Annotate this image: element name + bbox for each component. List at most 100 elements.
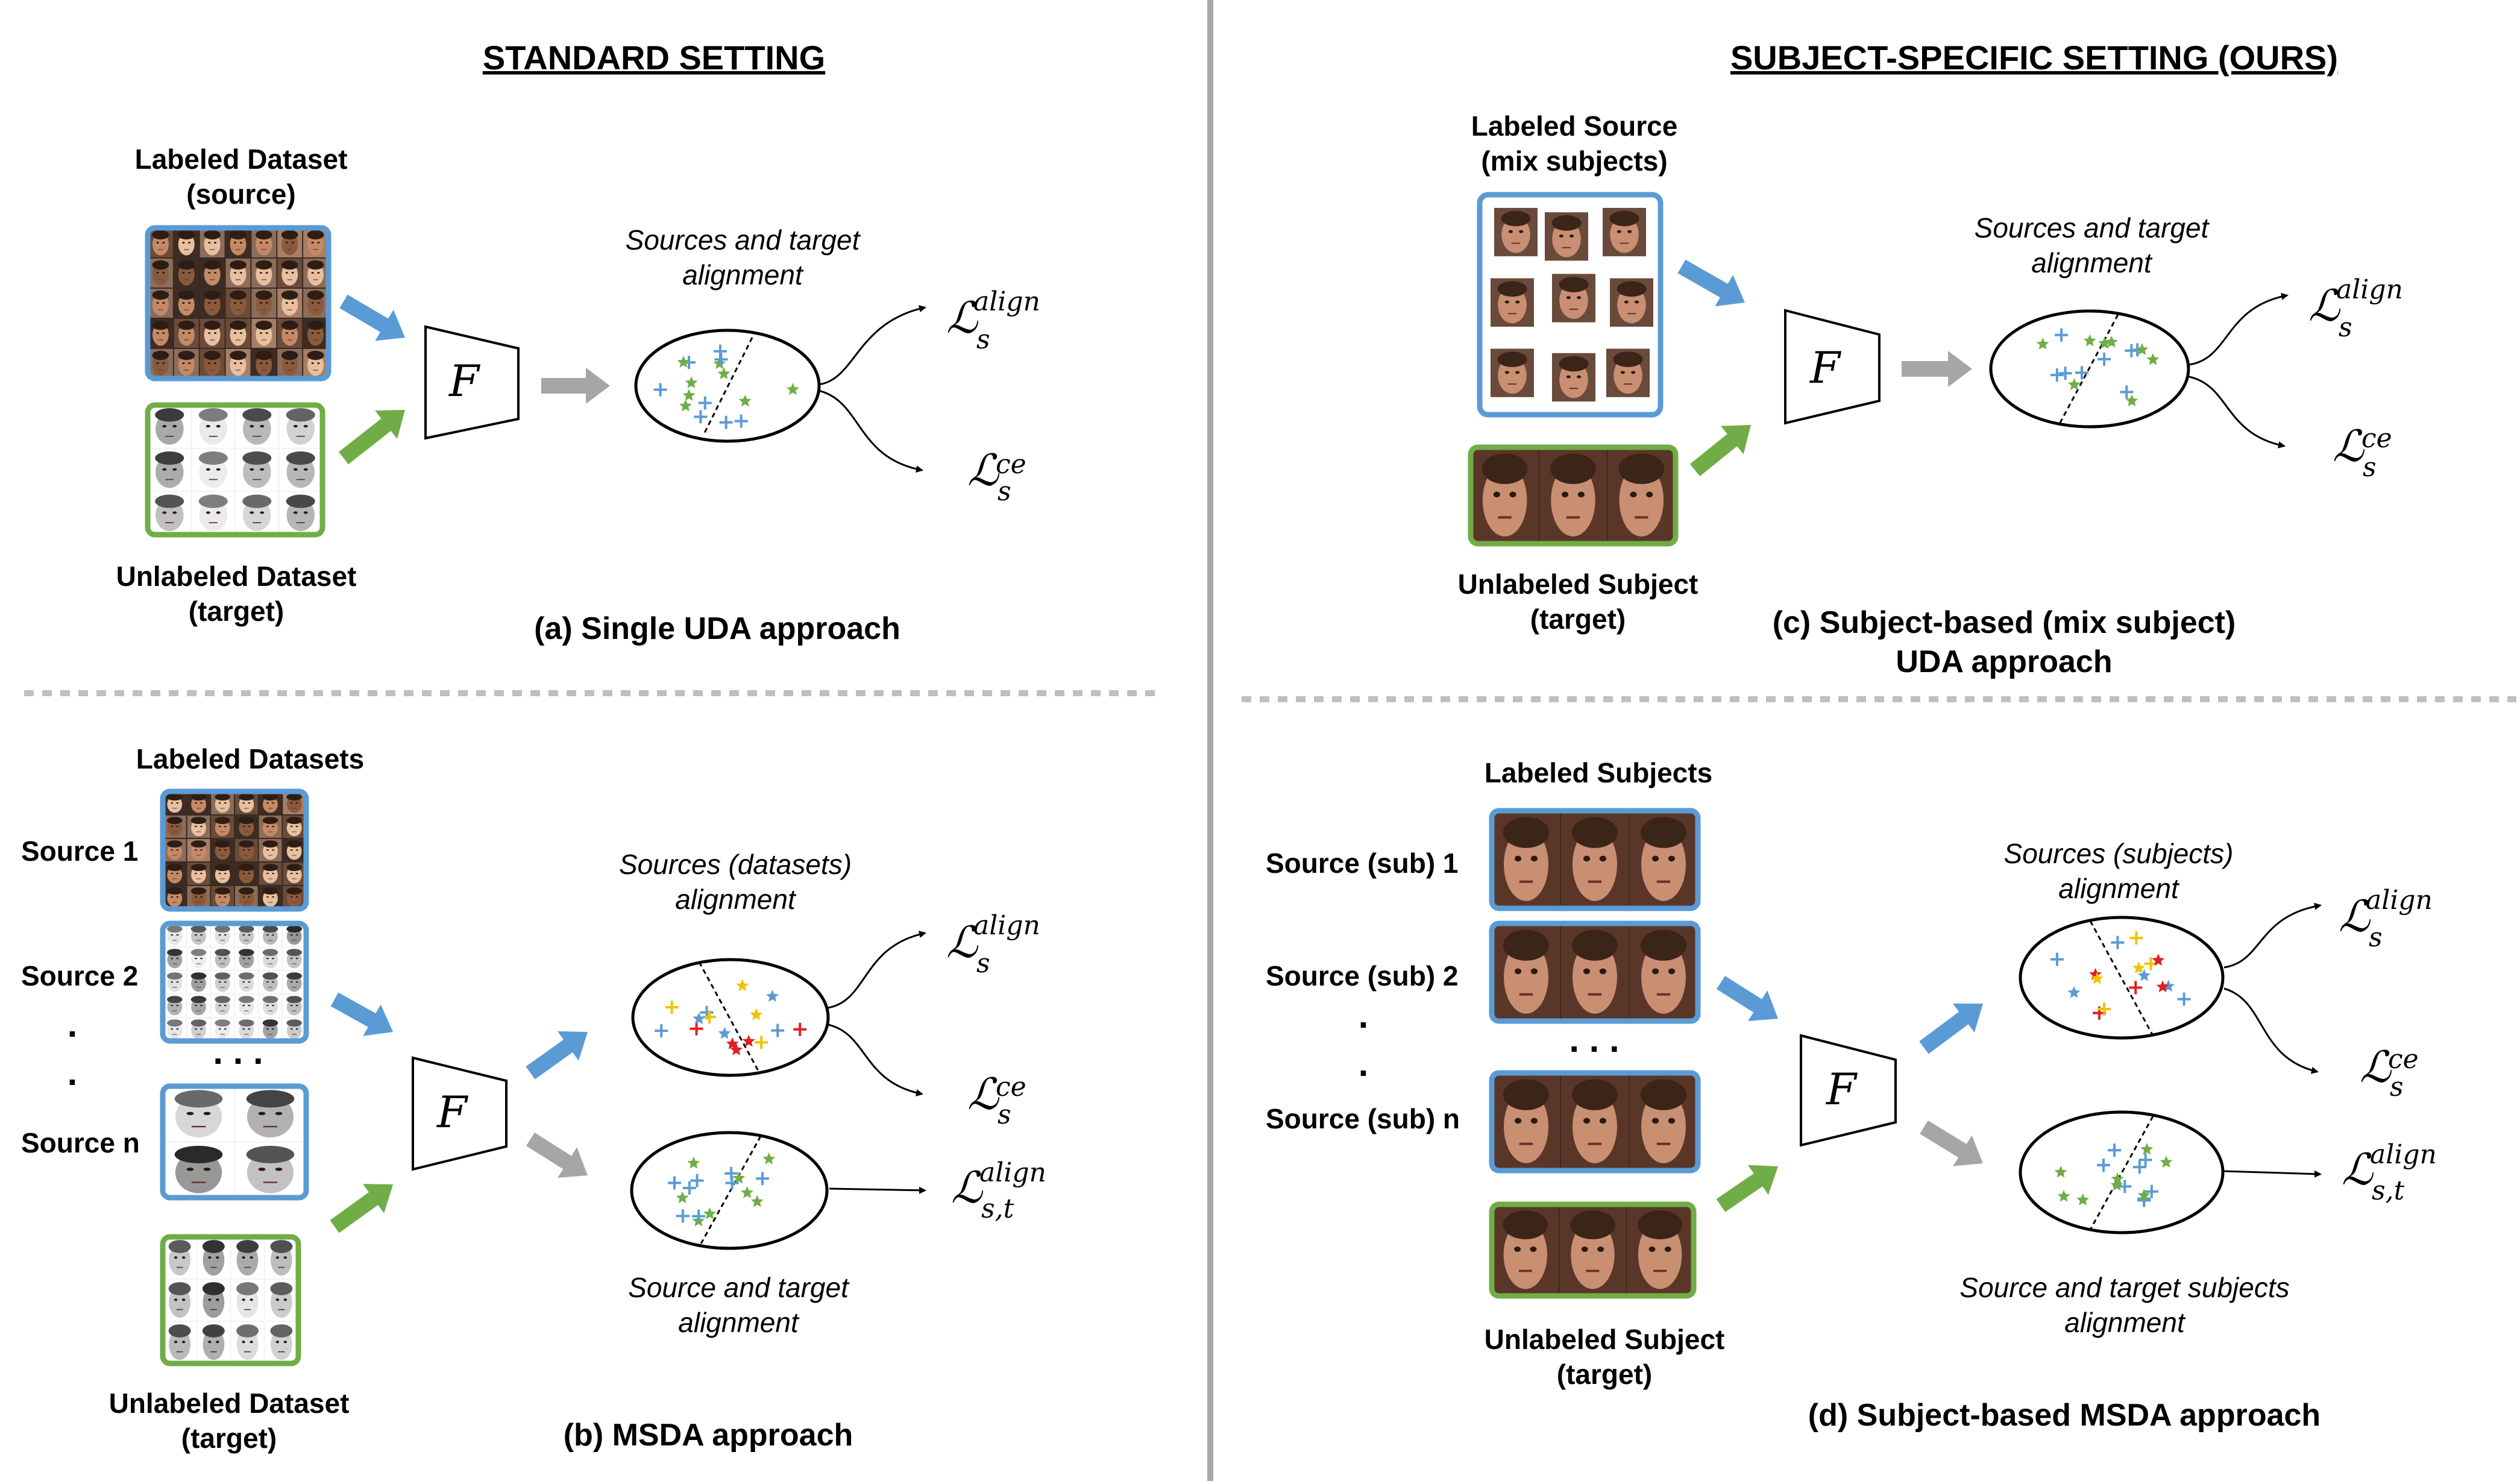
target-dataset-frame xyxy=(160,1234,301,1366)
loss-align-source: ℒ align s xyxy=(2339,885,2433,953)
gray-arrow xyxy=(541,368,610,404)
svg-text:align: align xyxy=(2336,274,2403,305)
svg-text:s: s xyxy=(998,476,1011,507)
source-n-image xyxy=(163,1086,306,1198)
ce-loss-arrow xyxy=(818,389,923,473)
align-caption-line1: Sources and target xyxy=(626,224,861,256)
target-feature-ellipse xyxy=(630,1131,829,1250)
target-label-line1: Unlabeled Subject xyxy=(1458,568,1698,600)
panel-d-caption: (d) Subject-based MSDA approach xyxy=(1808,1398,2320,1433)
source-dataset-frame xyxy=(145,225,331,382)
svg-text:align: align xyxy=(2366,885,2433,916)
svg-text:align: align xyxy=(973,286,1040,317)
svg-text:align: align xyxy=(979,1157,1046,1188)
source-dataset-image xyxy=(148,228,328,379)
feature-extractor: F xyxy=(424,325,520,440)
feature-extractor-label: F xyxy=(1809,342,1842,393)
feature-extractor: F xyxy=(1800,1034,1897,1147)
source-n-label: Source n xyxy=(21,1127,140,1159)
source-label-line2: (source) xyxy=(186,178,295,210)
ce-loss-arrow xyxy=(2223,987,2319,1074)
source-1-label: Source 1 xyxy=(21,835,138,867)
svg-text:ℒ: ℒ xyxy=(2360,1042,2392,1092)
panel-b: Labeled Datasets Source 1 Source 2 . . .… xyxy=(21,743,1046,1454)
panel-b-caption: (b) MSDA approach xyxy=(564,1418,853,1453)
ce-loss-arrow xyxy=(2189,376,2286,448)
datasets-label: Labeled Datasets xyxy=(136,743,364,775)
source-1-frame xyxy=(160,788,309,912)
feature-space-ellipse xyxy=(1989,309,2190,429)
loss-align-source-target: ℒ align s,t xyxy=(951,1157,1046,1224)
svg-text:ce: ce xyxy=(996,1072,1026,1102)
panel-a-caption: (a) Single UDA approach xyxy=(534,611,900,646)
feature-extractor: F xyxy=(412,1056,507,1171)
feature-extractor-label: F xyxy=(1825,1064,1858,1115)
source-sub-1-label: Source (sub) 1 xyxy=(1266,847,1459,879)
align-caption-line2: alignment xyxy=(682,259,804,291)
svg-text:ℒ: ℒ xyxy=(946,292,979,343)
svg-text:ce: ce xyxy=(996,449,1026,480)
svg-text:s: s xyxy=(2363,452,2377,483)
loss-ce-source: ℒ ce s xyxy=(967,445,1026,507)
align-caption-line1: Sources (datasets) xyxy=(619,849,852,880)
svg-text:s: s xyxy=(2369,922,2383,953)
target-label-line2: (target) xyxy=(1557,1359,1652,1390)
align-caption-line2: alignment xyxy=(675,884,797,915)
align-loss-arrow xyxy=(2189,292,2289,366)
target-subject-image xyxy=(1471,447,1676,544)
svg-text:s: s xyxy=(998,1099,1011,1130)
blue-arrow xyxy=(339,294,405,341)
feature-extractor: F xyxy=(1784,309,1881,425)
source-sub-2-frame xyxy=(1489,920,1701,1024)
source-label-line1: Labeled Dataset xyxy=(135,143,348,175)
horizontal-ellipsis: . . . xyxy=(1569,1019,1619,1060)
target-label-line1: Unlabeled Dataset xyxy=(116,561,357,592)
sources-feature-ellipse xyxy=(2019,916,2225,1040)
svg-text:ce: ce xyxy=(2361,423,2392,454)
feature-extractor-label: F xyxy=(448,356,481,406)
loss-align-source-target: ℒ align s,t xyxy=(2342,1139,2437,1206)
st-caption-line2: alignment xyxy=(2064,1307,2186,1338)
blue-arrow-to-sources xyxy=(526,1031,588,1080)
gray-arrow-to-target xyxy=(526,1133,588,1178)
source-sub-n-image xyxy=(1492,1073,1698,1171)
green-arrow xyxy=(338,410,405,465)
blue-arrow xyxy=(1717,976,1778,1022)
header-standard: STANDARD SETTING xyxy=(483,39,825,77)
align-caption-line1: Sources (subjects) xyxy=(2004,838,2234,869)
header-subject: SUBJECT-SPECIFIC SETTING (OURS) xyxy=(1730,39,2338,77)
svg-text:align: align xyxy=(973,910,1040,941)
svg-text:ℒ: ℒ xyxy=(2342,1144,2374,1195)
svg-text:ℒ: ℒ xyxy=(2339,891,2371,942)
target-subject-frame xyxy=(1468,444,1679,547)
svg-text:s,t: s,t xyxy=(981,1193,1014,1224)
source-sub-2-image xyxy=(1492,923,1698,1021)
svg-text:ℒ: ℒ xyxy=(946,917,979,967)
vertical-ellipsis-dot-2: . xyxy=(1359,1043,1369,1084)
source-sub-n-frame xyxy=(1489,1070,1701,1174)
panel-c-caption-line1: (c) Subject-based (mix subject) xyxy=(1773,605,2236,640)
gray-arrow xyxy=(1902,351,1972,387)
svg-text:ℒ: ℒ xyxy=(951,1162,984,1213)
svg-text:s: s xyxy=(976,324,990,355)
green-arrow xyxy=(1689,425,1751,477)
source-label-line1: Labeled Source xyxy=(1471,110,1678,142)
loss-ce-source: ℒ ce s xyxy=(967,1069,1026,1130)
align-loss-arrow xyxy=(818,305,926,386)
align-caption-line2: alignment xyxy=(2031,247,2153,278)
loss-align-source: ℒ align s xyxy=(946,286,1040,355)
loss-align-source: ℒ align s xyxy=(946,910,1040,979)
source-1-image xyxy=(163,791,306,909)
align-caption-line1: Sources and target xyxy=(1975,212,2210,244)
source-sub-2-label: Source (sub) 2 xyxy=(1266,960,1459,992)
svg-text:ℒ: ℒ xyxy=(967,1069,1000,1119)
svg-text:s,t: s,t xyxy=(2372,1175,2405,1206)
svg-text:s: s xyxy=(2339,312,2352,343)
st-loss-arrow xyxy=(829,1186,926,1194)
source-label-line2: (mix subjects) xyxy=(1481,145,1667,177)
align-caption-line2: alignment xyxy=(2058,873,2180,904)
source-sub-n-label: Source (sub) n xyxy=(1266,1103,1460,1134)
svg-text:s: s xyxy=(2390,1072,2404,1102)
